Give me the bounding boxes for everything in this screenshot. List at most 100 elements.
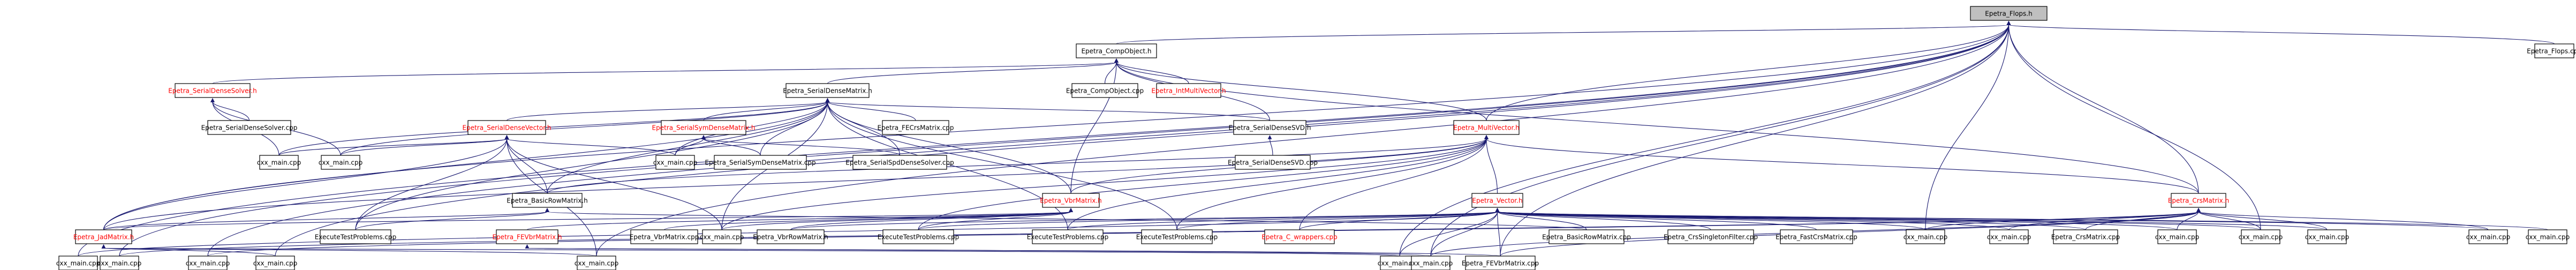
node-label: Epetra_FECrsMatrix.cpp	[877, 124, 954, 132]
edge-root-to-cxx8	[2006, 21, 2261, 230]
node-exec2[interactable]: ExecuteTestProblems.cpp	[878, 229, 960, 244]
node-compobj[interactable]: Epetra_CompObject.h	[1076, 43, 1157, 58]
node-cxx5[interactable]: cxx_main.cpp	[1903, 229, 1947, 244]
node-box	[2171, 193, 2226, 208]
edge-root-to-crsh	[2006, 21, 2199, 194]
node-crsh[interactable]: Epetra_CrsMatrix.h	[2168, 193, 2229, 208]
node-flopscpp[interactable]: Epetra_Flops.cpp	[2527, 43, 2576, 58]
node-cxx14[interactable]: cxx_main.cpp	[186, 256, 230, 270]
node-label: cxx_main.cpp	[97, 260, 141, 267]
edge-sdm-to-ssdmh	[703, 98, 830, 121]
node-box	[882, 120, 949, 135]
node-fecrscpp[interactable]: Epetra_FECrsMatrix.cpp	[877, 120, 954, 135]
node-label: Epetra_Flops.h	[1985, 10, 2032, 18]
node-cxx1[interactable]: cxx_main.cpp	[257, 155, 301, 170]
node-box	[2534, 43, 2574, 58]
node-cxx6[interactable]: cxx_main.cpp	[1987, 229, 2031, 244]
node-cxx11[interactable]: cxx_main.cpp	[2526, 229, 2570, 244]
node-brmcpp[interactable]: Epetra_BasicRowMatrix.cpp	[1542, 229, 1631, 244]
node-csfcpp[interactable]: Epetra_CrsSingletonFilter.cpp	[1664, 229, 1758, 244]
node-cwrap[interactable]: Epetra_C_wrappers.cpp	[1261, 229, 1338, 244]
node-label: cxx_main.cpp	[2305, 234, 2349, 241]
node-vbrh[interactable]: Epetra_VbrMatrix.h	[1040, 193, 1102, 208]
node-fevbrcpp[interactable]: Epetra_FEVbrMatrix.cpp	[1462, 256, 1539, 270]
edge-vbrh-to-exec2	[918, 208, 1073, 230]
node-ssdmh[interactable]: Epetra_SerialSymDenseMatrix.h	[652, 120, 756, 135]
node-root[interactable]: Epetra_Flops.h	[1970, 6, 2048, 21]
edge-vech-to-fevbrcpp	[1495, 208, 1501, 257]
node-label: Epetra_IntMultiVector.h	[1151, 87, 1226, 95]
node-cxx10[interactable]: cxx_main.cpp	[2466, 229, 2510, 244]
node-box	[1548, 229, 1625, 244]
node-serialsolver[interactable]: Epetra_SerialDenseSolver.h	[168, 83, 257, 98]
node-label: Epetra_CrsMatrix.h	[2168, 197, 2229, 205]
edge-compobj-to-serialsolver	[212, 58, 1119, 84]
node-cxx18[interactable]: cxx_main.cpp	[1409, 256, 1453, 270]
node-label: Epetra_BasicRowMatrix.h	[507, 197, 588, 205]
edge-compobj-to-mvh	[1114, 58, 1487, 121]
edge-vbrh-to-jadh	[103, 208, 1073, 230]
node-vbrcpp[interactable]: Epetra_VbrMatrix.cpp	[630, 229, 699, 244]
node-ssdmcpp[interactable]: Epetra_SerialSymDenseMatrix.cpp	[705, 155, 816, 170]
edge-mvh-to-cxx4	[721, 135, 1489, 230]
edge-sdvh-to-jadh	[103, 135, 509, 230]
node-crscpp[interactable]: Epetra_CrsMatrix.cpp	[2051, 229, 2120, 244]
node-box	[320, 229, 391, 244]
node-cxx13[interactable]: cxx_main.cpp	[97, 256, 141, 270]
node-label: ExecuteTestProblems.cpp	[315, 234, 397, 241]
node-cxx3[interactable]: cxx_main.cpp	[653, 155, 697, 170]
node-box	[496, 229, 558, 244]
node-sdvh[interactable]: Epetra_SerialDenseVector.h	[463, 120, 552, 135]
node-mvh[interactable]: Epetra_MultiVector.h	[1453, 120, 1520, 135]
edge-serialsolver-to-sdscpp	[210, 98, 250, 121]
node-label: cxx_main.cpp	[2466, 234, 2510, 241]
node-label: Epetra_FEVbrMatrix.cpp	[1462, 260, 1539, 267]
node-label: cxx_main.cpp	[1903, 234, 1947, 241]
node-fevbrh[interactable]: Epetra_FEVbrMatrix.h	[492, 229, 562, 244]
node-box	[255, 256, 295, 270]
node-vech[interactable]: Epetra_Vector.h	[1471, 193, 1523, 208]
node-exec3[interactable]: ExecuteTestProblems.cpp	[1027, 229, 1109, 244]
node-cxx16[interactable]: cxx_main.cpp	[575, 256, 618, 270]
edge-crsh-to-cxx10	[2196, 208, 2489, 230]
node-exec4[interactable]: ExecuteTestProblems.cpp	[1136, 229, 1218, 244]
node-box	[655, 155, 695, 170]
node-sdm[interactable]: Epetra_SerialDenseMatrix.h	[783, 83, 872, 98]
node-jadh[interactable]: Epetra_JadMatrix.h	[73, 229, 134, 244]
node-compobjcpp[interactable]: Epetra_CompObject.cpp	[1066, 83, 1144, 98]
node-cxx8[interactable]: cxx_main.cpp	[2239, 229, 2283, 244]
node-cxx15[interactable]: cxx_main.cpp	[253, 256, 297, 270]
node-sspdcpp[interactable]: Epetra_SerialSpdDenseSolver.cpp	[845, 155, 954, 170]
edge-compobj-to-vbrh	[1070, 58, 1119, 194]
node-sdsvdh[interactable]: Epetra_SerialDenseSVD.h	[1229, 120, 1311, 135]
node-label: cxx_main.cpp	[186, 260, 230, 267]
edge-jadh-to-cxx16	[102, 244, 597, 257]
node-label: Epetra_SerialDenseSolver.h	[168, 87, 256, 95]
node-vbrrowcpp[interactable]: Epetra_VbrRowMatrix.h	[753, 229, 828, 244]
edge-vech-to-cxx11	[1495, 208, 2548, 230]
node-brmh[interactable]: Epetra_BasicRowMatrix.h	[507, 193, 588, 208]
edge-ssdmh-to-sspdcpp	[701, 135, 901, 156]
edge-sdm-to-sdsvdh	[825, 98, 1271, 121]
node-label: Epetra_FastCrsMatrix.cpp	[1776, 234, 1857, 241]
node-intmv[interactable]: Epetra_IntMultiVector.h	[1151, 83, 1226, 98]
node-sdsvdcpp[interactable]: Epetra_SerialDenseSVD.cpp	[1228, 155, 1318, 170]
node-cxx9[interactable]: cxx_main.cpp	[2305, 229, 2349, 244]
node-box	[100, 256, 139, 270]
node-sdscpp[interactable]: Epetra_SerialDenseSolver.cpp	[201, 120, 298, 135]
node-box	[702, 229, 742, 244]
node-exec1[interactable]: ExecuteTestProblems.cpp	[315, 229, 397, 244]
node-label: cxx_main.cpp	[2239, 234, 2283, 241]
edge-ssdmh-to-cxx3	[675, 135, 706, 156]
node-label: ExecuteTestProblems.cpp	[1027, 234, 1109, 241]
node-box	[852, 155, 947, 170]
node-cxx4[interactable]: cxx_main.cpp	[700, 229, 744, 244]
edge-sdm-to-cxx1	[278, 98, 830, 156]
node-label: Epetra_SerialSymDenseMatrix.h	[652, 124, 755, 132]
node-box	[1471, 193, 1523, 208]
node-label: Epetra_BasicRowMatrix.cpp	[1542, 234, 1631, 241]
node-cxx12[interactable]: cxx_main.cpp	[56, 256, 100, 270]
node-cxx7[interactable]: cxx_main.cpp	[2155, 229, 2199, 244]
node-cxx2[interactable]: cxx_main.cpp	[319, 155, 362, 170]
node-fastcrscpp[interactable]: Epetra_FastCrsMatrix.cpp	[1776, 229, 1857, 244]
